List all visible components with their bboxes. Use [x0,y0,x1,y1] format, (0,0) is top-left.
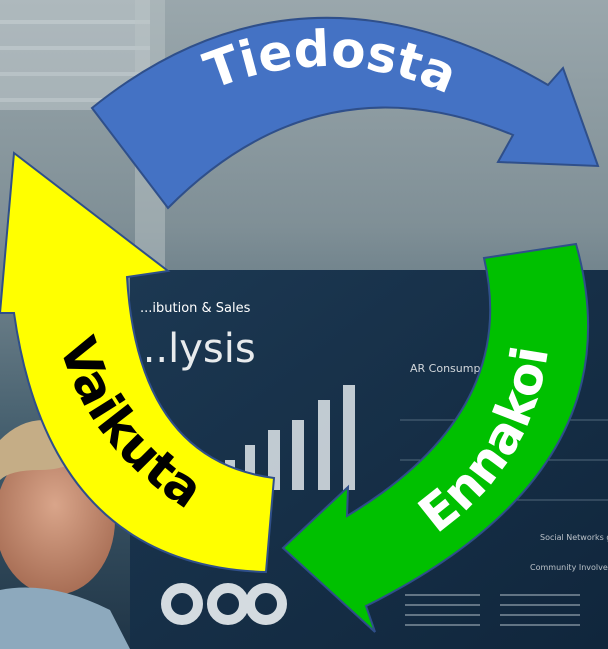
arrow-ennakoi [281,242,590,633]
donut-ring [207,583,249,625]
footer-label: Social Networks ga... [540,533,608,542]
screen-heading: ...lysis [130,326,256,372]
screen-title: ...ibution & Sales [140,301,251,316]
screen-bar [268,430,280,490]
screen-bar [343,385,355,490]
screen-bar [245,445,255,490]
screen-bar [318,400,330,490]
donut-ring [161,583,203,625]
screen-bar [292,420,304,490]
arrow-tiedosta [90,16,600,210]
cycle-arrows [0,16,600,633]
screen-text-lines [405,594,580,626]
community-label: Community Involveme... [530,563,608,572]
person-shirt [0,587,130,649]
arrow-vaikuta [0,151,276,574]
screen-donuts [161,583,287,625]
donut-ring [245,583,287,625]
